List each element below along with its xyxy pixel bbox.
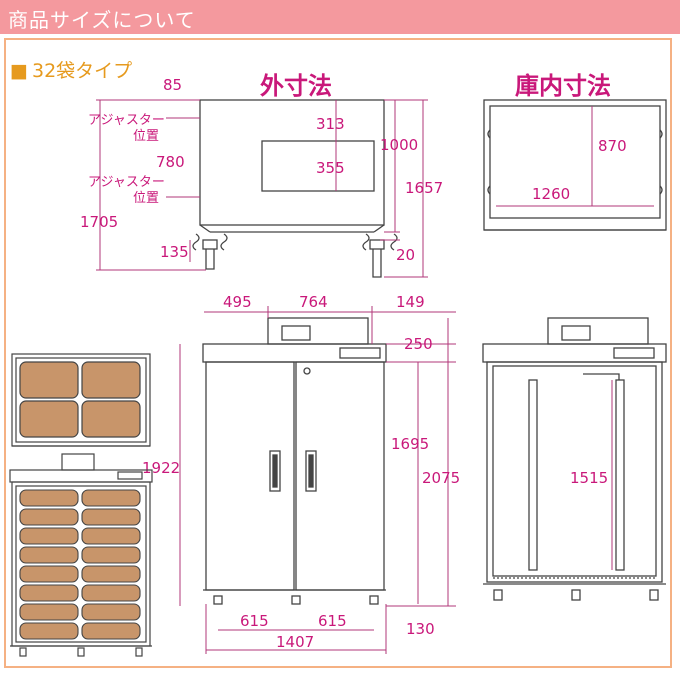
bag (81, 584, 141, 602)
adjuster-label-1b: 位置 (133, 129, 159, 144)
bag (19, 527, 79, 545)
bag (19, 565, 79, 583)
adjuster-label-2a: アジャスター (88, 175, 165, 190)
bag (81, 622, 141, 640)
dim-135: 135 (160, 243, 189, 261)
bag (19, 361, 79, 399)
adjuster-label-2b: 位置 (133, 191, 159, 206)
bag (19, 622, 79, 640)
bag-stack (19, 489, 141, 640)
variant-label: 32袋タイプ (32, 60, 132, 82)
dim-615-left: 615 (240, 612, 269, 630)
dim-764: 764 (299, 293, 328, 311)
bag (81, 565, 141, 583)
dim-1657: 1657 (405, 179, 443, 197)
inner-title: 庫内寸法 (515, 72, 611, 100)
dim-1407: 1407 (276, 633, 314, 651)
adjuster-label-1a: アジャスター (88, 113, 165, 128)
inner-front-view (482, 317, 667, 601)
bag (81, 603, 141, 621)
dim-355: 355 (316, 159, 345, 177)
bag (81, 361, 141, 399)
bag (81, 489, 141, 507)
dim-1260: 1260 (532, 185, 570, 203)
outer-front-view (202, 317, 387, 605)
bag (81, 508, 141, 526)
header-bar: 商品サイズについて (0, 0, 680, 34)
dim-2075: 2075 (422, 469, 460, 487)
dim-1705: 1705 (80, 213, 118, 231)
bag (81, 527, 141, 545)
dim-495: 495 (223, 293, 252, 311)
bag (19, 546, 79, 564)
dim-20: 20 (396, 246, 415, 264)
bag (19, 400, 79, 438)
dim-1695: 1695 (391, 435, 429, 453)
bag-top-view (11, 353, 151, 447)
content-frame (4, 38, 672, 668)
inner-top-view (483, 99, 667, 231)
dim-85: 85 (163, 76, 182, 94)
outer-top-dimlines (96, 99, 428, 278)
outer-title: 外寸法 (260, 72, 332, 100)
dim-870: 870 (598, 137, 627, 155)
dim-130: 130 (406, 620, 435, 638)
bag-front-feet (10, 645, 152, 657)
bag (81, 400, 141, 438)
bag (19, 508, 79, 526)
dim-1922: 1922 (142, 459, 180, 477)
dim-780: 780 (156, 153, 185, 171)
dim-313: 313 (316, 115, 345, 133)
dim-149: 149 (396, 293, 425, 311)
bag (19, 603, 79, 621)
dim-1515: 1515 (570, 469, 608, 487)
outer-front-dimlines (179, 306, 456, 654)
bag (19, 584, 79, 602)
variant-marker: ■ (10, 60, 28, 82)
header-title: 商品サイズについて (8, 8, 196, 32)
dim-615-right: 615 (318, 612, 347, 630)
bag (19, 489, 79, 507)
inner-top-dimlines (496, 106, 654, 207)
outer-top-view (192, 99, 398, 278)
bag (81, 546, 141, 564)
dim-1000: 1000 (380, 136, 418, 154)
dim-250: 250 (404, 335, 433, 353)
